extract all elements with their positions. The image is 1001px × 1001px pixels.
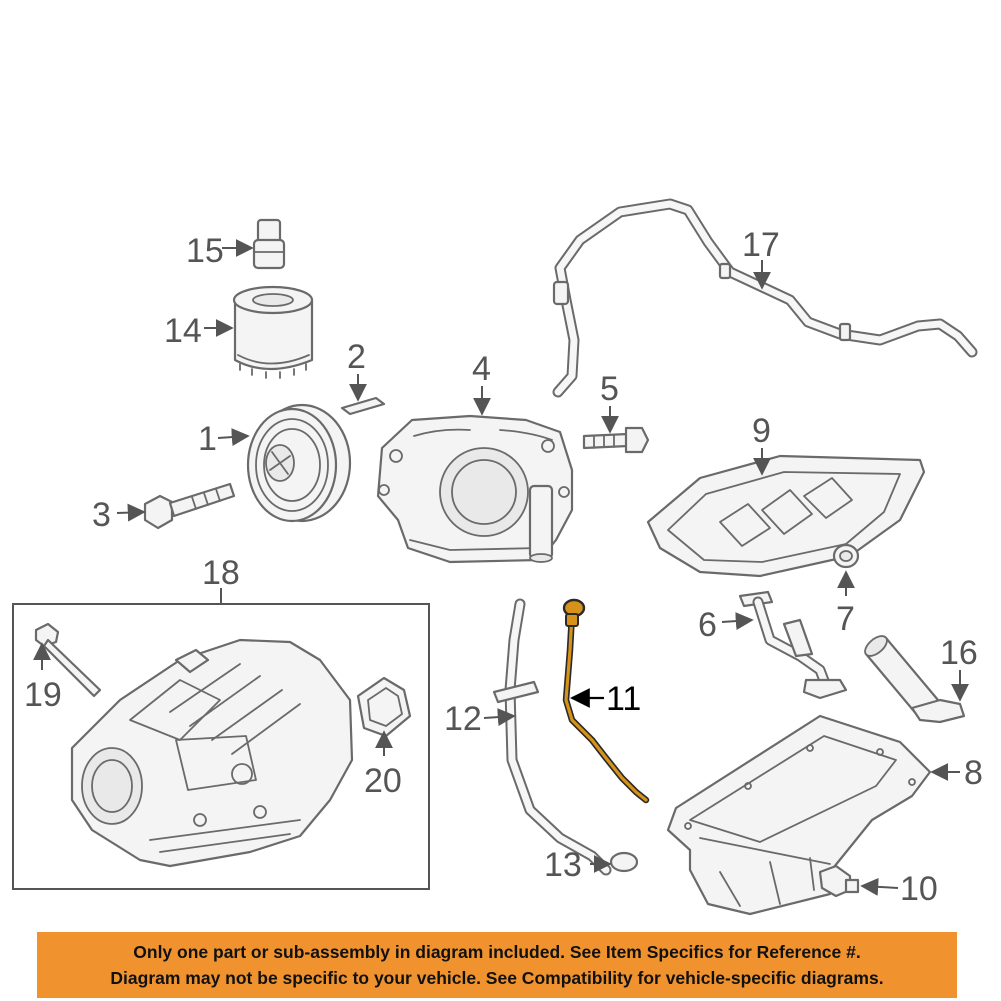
callout-8: 8 (964, 754, 983, 792)
callout-19: 19 (24, 676, 62, 714)
callout-10: 10 (900, 870, 938, 908)
disclaimer-line-1: Only one part or sub-assembly in diagram… (133, 942, 861, 962)
callout-14: 14 (164, 312, 202, 350)
part-oil-pickup-tube (738, 590, 848, 700)
part-o-ring-13 (609, 851, 639, 873)
part-o-ring-7 (832, 543, 860, 569)
part-dipstick-tube (492, 598, 612, 876)
part-oil-pan-gasket (646, 454, 926, 578)
disclaimer-banner: Only one part or sub-assembly in diagram… (37, 932, 957, 998)
part-oil-dipstick (562, 598, 650, 804)
callout-11: 11 (606, 680, 641, 718)
callout-6: 6 (698, 606, 717, 644)
part-bolt-5 (582, 426, 650, 454)
leader-1 (217, 428, 250, 447)
leader-10 (860, 877, 899, 896)
callout-13: 13 (544, 846, 582, 884)
callout-1: 1 (198, 420, 217, 458)
part-oil-filler-adapter (864, 635, 966, 724)
part-crankshaft-damper (246, 403, 352, 523)
leader-3 (116, 503, 146, 522)
part-oil-pressure-sender (252, 218, 286, 270)
callout-5: 5 (600, 370, 619, 408)
callout-9: 9 (752, 412, 771, 450)
callout-2: 2 (347, 338, 366, 376)
callout-16: 16 (940, 634, 978, 672)
part-damper-bolt (143, 482, 236, 530)
leader-6 (721, 612, 754, 631)
callout-7: 7 (836, 600, 855, 638)
part-drain-plug (818, 864, 860, 898)
leader-12 (483, 708, 516, 727)
callout-20: 20 (364, 762, 402, 800)
callout-4: 4 (472, 350, 491, 388)
part-intake-manifold (70, 638, 354, 868)
callout-12: 12 (444, 700, 482, 738)
part-oil-pan (666, 714, 932, 916)
part-manifold-gasket (356, 676, 412, 738)
part-ventilation-hose (552, 198, 978, 398)
part-oil-pump (376, 414, 574, 564)
part-oil-filter (232, 285, 314, 379)
callout-18: 18 (202, 554, 240, 592)
part-crank-key (340, 396, 386, 416)
callout-17: 17 (742, 226, 780, 264)
callout-15: 15 (186, 232, 224, 270)
callout-3: 3 (92, 496, 111, 534)
disclaimer-line-2: Diagram may not be specific to your vehi… (110, 968, 884, 988)
